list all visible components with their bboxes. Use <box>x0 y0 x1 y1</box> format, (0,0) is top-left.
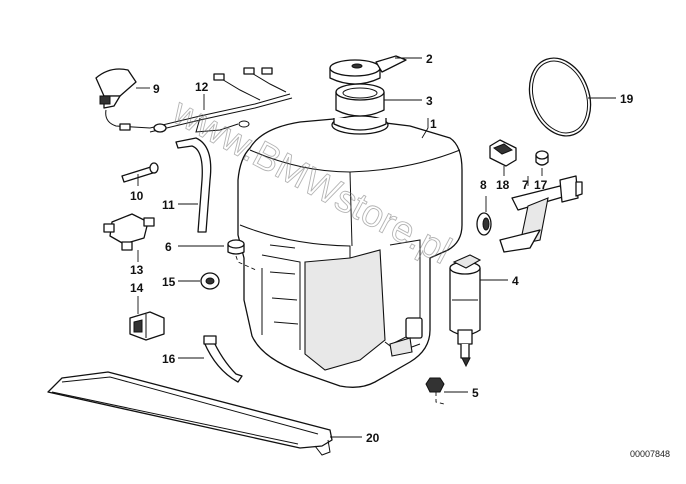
part-16-strap <box>203 335 243 383</box>
callout-20: 20 <box>366 431 380 445</box>
part-7-level-sensor <box>499 175 583 253</box>
part-14-connector <box>129 311 165 341</box>
callout-17: 17 <box>534 178 548 192</box>
document-number: 00007848 <box>630 449 670 459</box>
part-2-cap <box>329 55 407 85</box>
callout-5: 5 <box>472 386 479 400</box>
callout-3: 3 <box>426 94 433 108</box>
leader-lines <box>136 57 616 438</box>
part-12-wiring <box>149 67 293 133</box>
part-15-grommet <box>200 272 220 290</box>
part-3-seal <box>335 83 385 117</box>
part-17-cap <box>535 150 549 166</box>
part-1-washer-tank <box>237 117 463 388</box>
callout-18: 18 <box>496 178 510 192</box>
callout-2: 2 <box>426 52 433 66</box>
callout-16: 16 <box>162 352 176 366</box>
callout-14: 14 <box>130 281 144 295</box>
callout-8: 8 <box>480 178 487 192</box>
part-6-grommet <box>227 239 257 271</box>
part-8-grommet <box>476 212 492 236</box>
part-5-grommet <box>425 377 445 405</box>
tank-filler-neck <box>331 115 389 135</box>
callout-13: 13 <box>130 263 144 277</box>
part-4-pump <box>449 254 482 368</box>
callout-11: 11 <box>162 198 175 212</box>
callout-19: 19 <box>620 92 634 106</box>
callout-labels: 1 2 3 4 5 6 7 8 9 12 10 11 13 14 15 16 1… <box>130 52 634 445</box>
callout-1: 1 <box>430 117 437 131</box>
callout-6: 6 <box>165 240 172 254</box>
callout-4: 4 <box>512 274 519 288</box>
part-10-bolt <box>121 162 159 183</box>
part-19-ring <box>528 57 592 137</box>
part-11-hose <box>175 137 212 233</box>
callout-15: 15 <box>162 275 176 289</box>
callout-10: 10 <box>130 189 144 203</box>
callout-12: 12 <box>195 80 209 94</box>
callout-9: 9 <box>153 82 160 96</box>
part-20-shield <box>47 371 333 456</box>
part-9-nozzle <box>95 68 151 131</box>
callout-7: 7 <box>522 178 529 192</box>
part-13-valve <box>103 213 155 251</box>
part-18-clip <box>489 139 517 167</box>
